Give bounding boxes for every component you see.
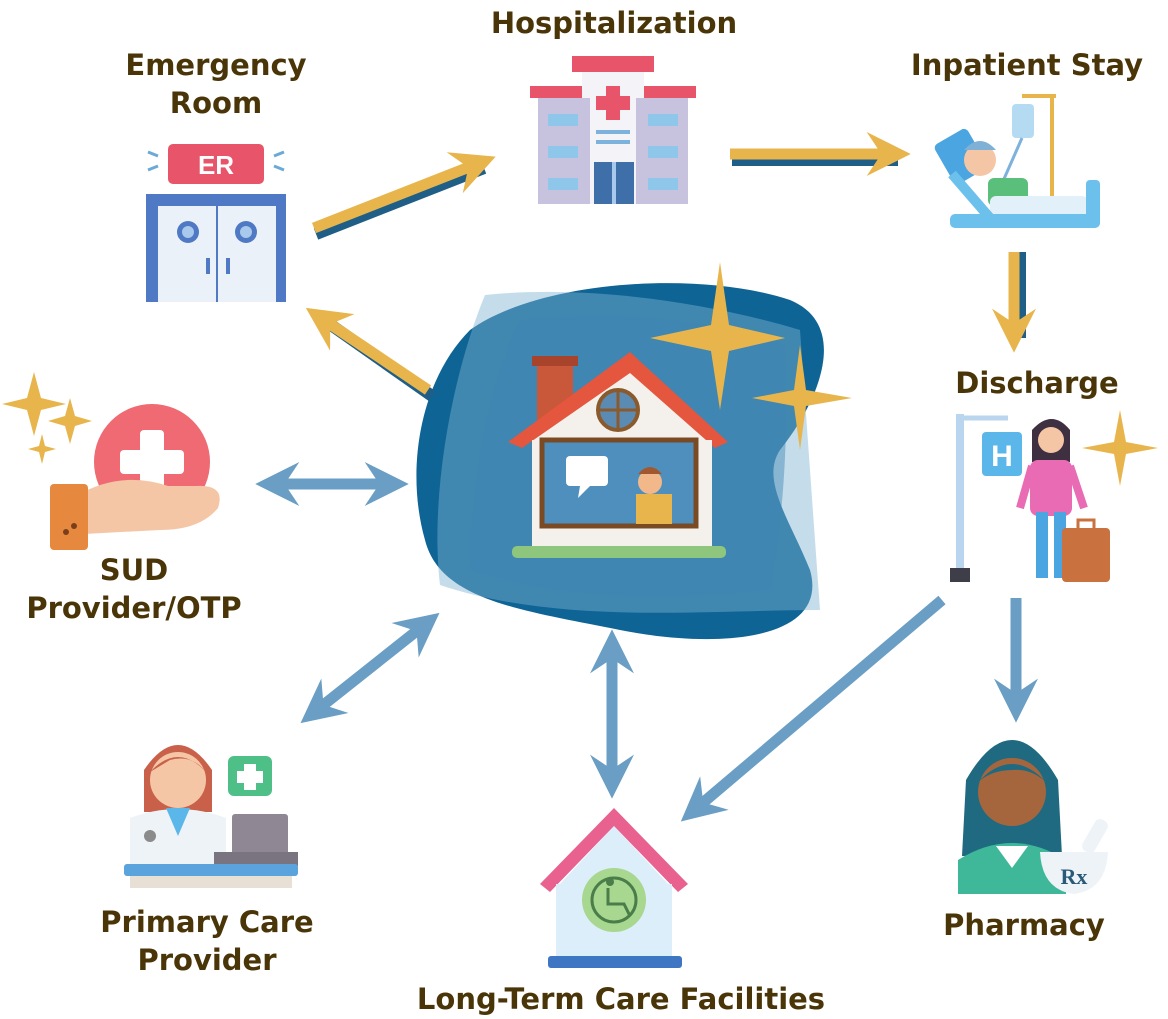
gold-flow-arrows: [305, 132, 1036, 401]
primary-care-label-line2: Provider: [137, 943, 277, 977]
sud-provider-label: SUD Provider/OTP: [6, 551, 262, 627]
inpatient-stay-label: Inpatient Stay: [910, 48, 1144, 82]
rx-text: Rx: [1061, 864, 1088, 889]
sparkle-icon: [650, 262, 785, 410]
sparkle-icon: [2, 372, 66, 436]
hospital-sign-text: H: [991, 440, 1013, 473]
long-term-care-icon: [540, 808, 688, 968]
sud-provider-icon: [2, 372, 220, 550]
hospital-icon: [530, 56, 696, 204]
arrow-er-to-hospital: [313, 162, 487, 240]
emergency-room-label: Emergency Room: [96, 46, 336, 122]
emergency-room-label-line2: Room: [169, 86, 263, 120]
primary-care-provider-icon: [124, 745, 298, 888]
pharmacy-icon: Rx: [958, 740, 1108, 894]
discharge-label: Discharge: [955, 366, 1119, 400]
sud-provider-label-line2: Provider/OTP: [26, 591, 242, 625]
er-sign-text: ER: [198, 150, 234, 180]
blue-flow-arrows: [255, 462, 1038, 822]
arrow-home-primary-care: [300, 612, 440, 724]
emergency-room-icon: ER: [146, 144, 286, 302]
primary-care-provider-label: Primary Care Provider: [74, 903, 340, 979]
pharmacy-label: Pharmacy: [943, 908, 1105, 942]
primary-care-label-line1: Primary Care: [100, 905, 314, 939]
emergency-room-label-line1: Emergency: [125, 48, 307, 82]
home-center-icon: [416, 262, 852, 640]
hospitalization-label: Hospitalization: [490, 6, 738, 40]
sparkle-icon: [1082, 410, 1158, 486]
long-term-care-label: Long-Term Care Facilities: [416, 982, 826, 1016]
arrow-discharge-to-ltc: [680, 595, 946, 822]
sud-provider-label-line1: SUD: [99, 553, 169, 587]
hospital-bed-icon: [934, 94, 1100, 228]
discharge-icon: H: [950, 410, 1158, 582]
